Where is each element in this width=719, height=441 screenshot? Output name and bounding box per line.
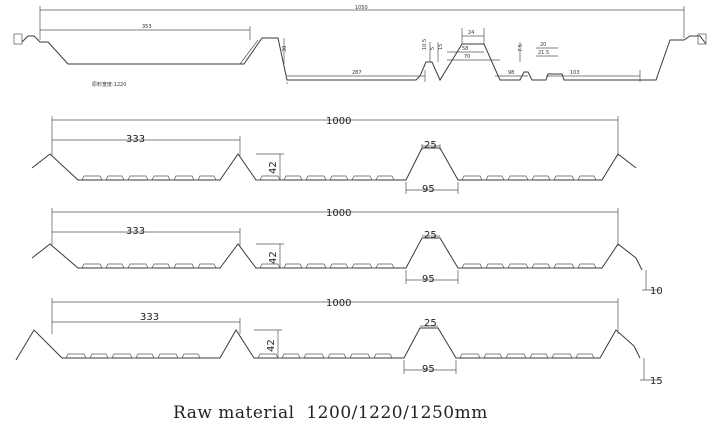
profile-3-pitch-label: 333 (140, 312, 159, 323)
profile-1-base-label: 95 (422, 184, 435, 195)
profile-2-edge-label: 10 (650, 286, 663, 297)
raw-material-caption: Raw material 1200/1220/1250mm (173, 403, 488, 423)
top-drawing-labels: 1050 353 30 287 24 58 70 98 20 21.5 7.5 … (92, 5, 580, 88)
bottom-width-label: 287 (352, 70, 362, 76)
profile-3-top-label: 25 (424, 318, 437, 329)
profile-3-total-label: 1000 (326, 298, 351, 309)
right-width-label: 103 (570, 70, 580, 76)
profile-1: 1000 333 42 25 95 (31, 116, 637, 195)
rib-a-label: 58 (462, 46, 468, 52)
profile-1-top-label: 25 (424, 140, 437, 151)
rib-base-label: 98 (508, 70, 514, 76)
stiffener-w2-label: 21.5 (538, 50, 549, 56)
profile-2-top-label: 25 (424, 230, 437, 241)
small-b-label: 5 (430, 47, 436, 50)
profile-3-edge-label: 15 (650, 376, 663, 387)
left-width-label: 353 (142, 24, 152, 30)
profile-3: 1000 333 42 25 95 15 (15, 298, 663, 387)
profile-1-pitch-label: 333 (126, 134, 145, 145)
profile-2-total-label: 1000 (326, 208, 351, 219)
stiffener-w-label: 20 (540, 42, 546, 48)
top-profile (13, 6, 707, 84)
stiffener-h-label: 7.5 (518, 44, 524, 52)
profile-2: 1000 333 42 25 95 10 (31, 208, 663, 297)
small-a-label: 10.5 (422, 39, 428, 50)
profile-2-base-label: 95 (422, 274, 435, 285)
profile-2-height-label: 42 (268, 251, 279, 264)
rib-b-label: 70 (464, 54, 470, 60)
rib-top-label: 24 (468, 30, 474, 36)
small-c-label: 15 (438, 44, 444, 50)
height-label: 30 (282, 46, 288, 52)
profile-1-total-label: 1000 (326, 116, 351, 127)
profile-1-height-label: 42 (268, 161, 279, 174)
material-note: 原料宽度:1220 (92, 81, 126, 88)
profile-3-height-label: 42 (266, 339, 277, 352)
profile-2-pitch-label: 333 (126, 226, 145, 237)
overall-width-label: 1050 (355, 5, 368, 11)
profile-3-base-label: 95 (422, 364, 435, 375)
